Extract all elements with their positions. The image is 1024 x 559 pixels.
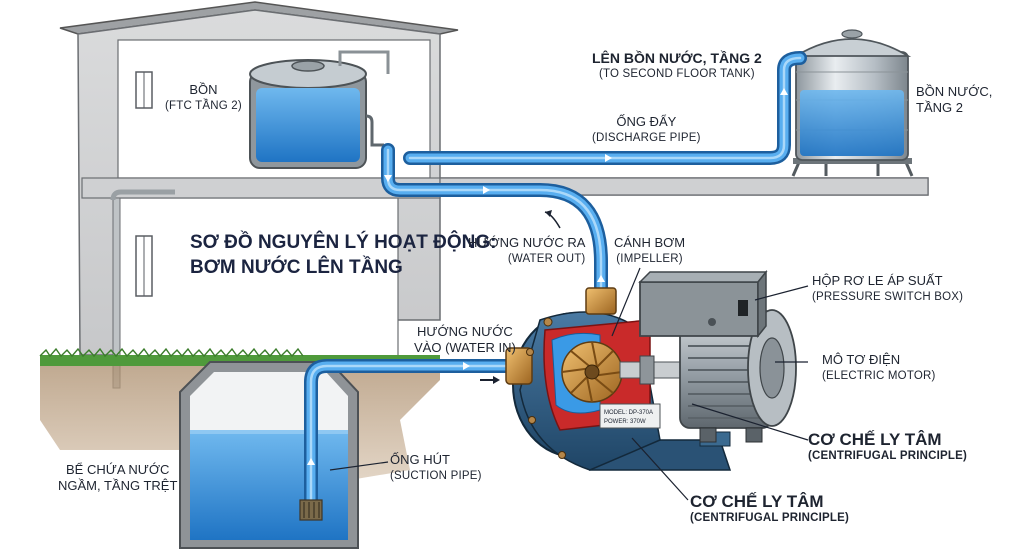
label-discharge-pipe-en: (DISCHARGE PIPE) — [592, 132, 701, 144]
label-impeller-vi: CÁNH BƠM — [614, 235, 686, 250]
label-centrifugal-bottom-vi: CƠ CHẾ LY TÂM — [690, 492, 824, 511]
label-water-in: HƯỚNG NƯỚC VÀO (WATER IN) — [414, 324, 516, 356]
diagram-title: SƠ ĐỒ NGUYÊN LÝ HOẠT ĐỘNG: BƠM NƯỚC LÊN … — [190, 230, 497, 280]
label-ftc-tank: BỒN (FTC TẦNG 2) — [165, 82, 242, 114]
label-suction-pipe: ỐNG HÚT (SUCTION PIPE) — [390, 452, 482, 484]
downspout-top — [110, 189, 175, 201]
label-water-out-en: (WATER OUT) — [507, 253, 586, 265]
label-second-floor-tank-line1: BỒN NƯỚC, — [916, 84, 993, 99]
arrow-up-icon — [597, 275, 605, 282]
label-ftc-tank-en: (FTC TẦNG 2) — [165, 100, 242, 112]
label-centrifugal-right-en: (CENTRIFUGAL PRINCIPLE) — [808, 450, 967, 462]
pump-plate-power: POWER: 370W — [604, 419, 646, 425]
label-to-second-floor-vi: LÊN BỒN NƯỚC, TẦNG 2 — [592, 50, 762, 66]
label-underground-tank: BỂ CHỨA NƯỚC NGẦM, TẦNG TRỆT — [58, 462, 177, 494]
water-out-arrow-icon — [544, 211, 561, 229]
second-floor-tank-water — [800, 90, 904, 156]
pump-plate-model: MODEL: DP-370A — [604, 410, 653, 416]
label-centrifugal-bottom: CƠ CHẾ LY TÂM (CENTRIFUGAL PRINCIPLE) — [690, 492, 849, 526]
label-second-floor-tank-line2: TẦNG 2 — [916, 100, 963, 115]
flow-arrows — [307, 88, 788, 465]
window-upper — [135, 71, 153, 109]
pipe-network — [304, 51, 807, 509]
label-electric-motor-en: (ELECTRIC MOTOR) — [822, 370, 936, 382]
label-pressure-switch: HỘP RƠ LE ÁP SUẤT (PRESSURE SWITCH BOX) — [812, 273, 963, 305]
label-water-in-line2: VÀO (WATER IN) — [414, 340, 516, 355]
label-impeller-en: (IMPELLER) — [616, 253, 683, 265]
arrow-right-icon — [483, 186, 490, 194]
label-centrifugal-bottom-en: (CENTRIFUGAL PRINCIPLE) — [690, 512, 849, 524]
grass-blades — [39, 347, 304, 358]
label-pressure-switch-vi: HỘP RƠ LE ÁP SUẤT — [812, 273, 943, 288]
arrow-right-icon — [463, 362, 470, 370]
arrow-up-icon — [780, 88, 788, 95]
label-to-second-floor: LÊN BỒN NƯỚC, TẦNG 2 (TO SECOND FLOOR TA… — [592, 50, 762, 82]
label-pressure-switch-en: (PRESSURE SWITCH BOX) — [812, 291, 964, 303]
pump-nameplate — [599, 403, 661, 429]
label-water-out-vi: HƯỚNG NƯỚC RA — [468, 235, 586, 250]
arrow-down-icon — [384, 175, 392, 182]
label-water-out: HƯỚNG NƯỚC RA (WATER OUT) — [468, 235, 585, 267]
label-suction-pipe-en: (SUCTION PIPE) — [390, 470, 482, 482]
label-centrifugal-right: CƠ CHẾ LY TÂM (CENTRIFUGAL PRINCIPLE) — [808, 430, 967, 464]
label-centrifugal-right-vi: CƠ CHẾ LY TÂM — [808, 430, 942, 449]
label-ftc-tank-vi: BỒN — [189, 82, 218, 97]
label-electric-motor: MÔ TƠ ĐIỆN (ELECTRIC MOTOR) — [822, 352, 936, 384]
diagram-title-line1: SƠ ĐỒ NGUYÊN LÝ HOẠT ĐỘNG: — [190, 232, 497, 253]
water-pump — [505, 269, 797, 471]
label-to-second-floor-en: (TO SECOND FLOOR TANK) — [598, 68, 755, 80]
second-floor-tank — [791, 29, 914, 177]
window-lower — [135, 235, 153, 297]
underground-tank — [179, 361, 359, 549]
label-electric-motor-vi: MÔ TƠ ĐIỆN — [822, 352, 901, 367]
label-second-floor-tank: BỒN NƯỚC, TẦNG 2 — [916, 84, 992, 116]
arrow-up-icon — [307, 458, 315, 465]
label-water-in-line1: HƯỚNG NƯỚC — [417, 324, 513, 339]
ftc-tank-water — [256, 88, 360, 162]
diagram-title-line2: BƠM NƯỚC LÊN TẦNG — [190, 257, 403, 278]
outlet-fitting — [585, 287, 617, 315]
underground-water — [190, 432, 348, 540]
ftc-tank — [249, 50, 390, 169]
label-underground-tank-line1: BỂ CHỨA NƯỚC — [65, 462, 170, 477]
inlet-fitting — [505, 347, 533, 385]
label-suction-pipe-vi: ỐNG HÚT — [390, 452, 450, 467]
foot-valve — [299, 499, 323, 521]
arrow-right-icon — [605, 154, 612, 162]
label-discharge-pipe: ỐNG ĐẨY (DISCHARGE PIPE) — [592, 114, 701, 146]
label-underground-tank-line2: NGẦM, TẦNG TRỆT — [58, 478, 178, 493]
leader-lines — [329, 267, 809, 501]
label-discharge-pipe-vi: ỐNG ĐẨY — [616, 114, 677, 129]
label-impeller: CÁNH BƠM (IMPELLER) — [614, 235, 685, 267]
